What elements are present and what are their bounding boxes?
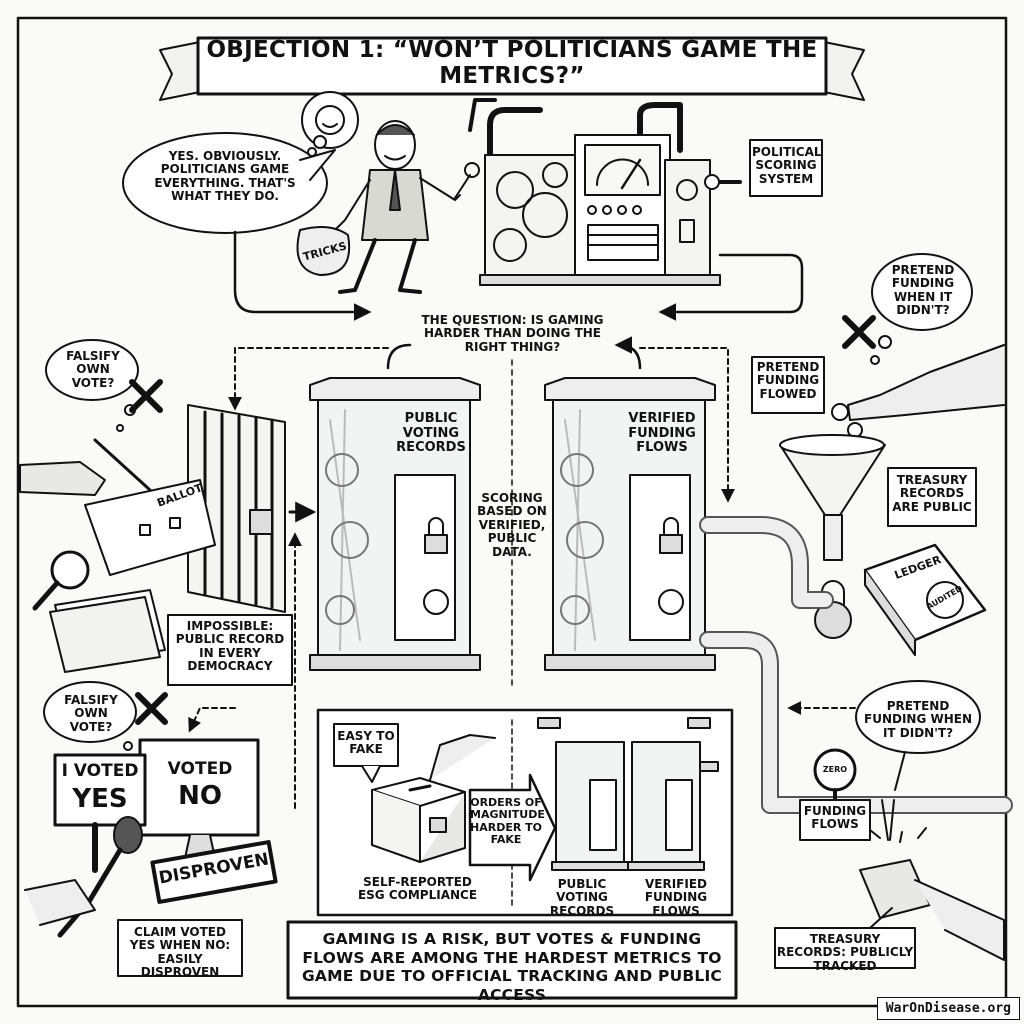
coin-hand [831, 344, 1005, 438]
speech-bubble [122, 132, 336, 234]
pretend-funding-thought-2: PRETEND FUNDING WHEN IT DIDN'T? [864, 699, 972, 740]
question-text: THE QUESTION: IS GAMING HARDER THAN DOIN… [421, 313, 604, 354]
gauge-zero: ZERO [822, 765, 848, 774]
funding-pipe-label [799, 799, 895, 841]
scoring-system-label: POLITICAL SCORING SYSTEM [752, 145, 822, 186]
arrow-speech-to-question [233, 230, 372, 321]
funding-flows-pipe-label: FUNDING FLOWS [803, 804, 867, 832]
treasury-box [887, 467, 977, 527]
magnifier-and-papers [32, 550, 166, 673]
arrow-to-pipe [639, 347, 735, 503]
footer-box [286, 920, 738, 1000]
monitor [138, 738, 260, 859]
easy-to-fake-box [333, 723, 399, 783]
pipe-system [699, 516, 1013, 814]
impossible-box [167, 614, 293, 686]
question-bracket [386, 345, 642, 370]
tracked-box [774, 907, 916, 969]
disproven-stamp [150, 840, 278, 904]
x-mark-left-1 [129, 379, 163, 413]
easy-to-fake-text: EASY TO FAKE [337, 729, 395, 757]
footer-summary: GAMING IS A RISK, BUT VOTES & FUNDING FL… [302, 930, 722, 1004]
harder-to-fake-text: ORDERS OF MAGNITUDE HARDER TO FAKE [470, 796, 545, 846]
vault-voting-records [309, 377, 481, 671]
page-title: OBJECTION 1: “WON’T POLITICIANS GAME THE… [206, 37, 818, 89]
treasury-public-text: TREASURY RECORDS ARE PUBLIC [892, 473, 972, 514]
vault-left-label: PUBLIC VOTING RECORDS [396, 411, 466, 456]
arrow-to-screen [188, 707, 236, 733]
claim-text: CLAIM VOTED YES WHEN NO: EASILY DISPROVE… [129, 925, 231, 980]
politician-figure [296, 91, 480, 294]
screen-no: NO [178, 781, 222, 811]
mini-vault-a [551, 741, 629, 871]
vault-funding-flows [544, 377, 716, 671]
page-frame [16, 16, 1008, 1008]
arrow-machine-to-question [658, 253, 804, 321]
impossible-text: IMPOSSIBLE: PUBLIC RECORD IN EVERY DEMOC… [175, 619, 285, 674]
microphone-hand [24, 816, 143, 938]
x-mark-right [842, 315, 876, 349]
falsify-vote-thought-1: FALSIFY OWN VOTE? [66, 349, 120, 390]
machine-label-box [749, 139, 823, 197]
pretend-funding-thought-1: PRETEND FUNDING WHEN IT DIDN'T? [891, 263, 955, 318]
falsify-vote-thought-2: FALSIFY OWN VOTE? [64, 693, 118, 734]
yes-sign-top: I VOTED [61, 761, 139, 781]
arrow-to-jail [228, 347, 389, 411]
title-banner [159, 36, 865, 101]
watermark: WarOnDisease.org [876, 997, 1020, 1020]
thought-bubble-left-2 [43, 681, 137, 751]
gauge [813, 748, 857, 807]
x-mark-left-2 [135, 692, 168, 725]
scoring-machine [468, 98, 742, 286]
yes-sign-bottom: YES [72, 784, 128, 814]
harder-arrow [468, 773, 557, 882]
yes-sign [53, 753, 147, 873]
thought-bubble-right-2 [855, 680, 981, 791]
mini-vault-a-label: PUBLIC VOTING RECORDS [549, 877, 615, 918]
pretend-flowed-text: PRETEND FUNDING FLOWED [756, 360, 820, 401]
security-cameras [537, 717, 719, 772]
esg-compliance-label: SELF-REPORTED ESG COMPLIANCE [357, 875, 478, 903]
pretend-flowed-box [751, 356, 825, 414]
screen-voted: VOTED [167, 759, 233, 779]
ballot-box [371, 734, 496, 863]
treasury-tracked-text: TREASURY RECORDS: PUBLICLY TRACKED [776, 932, 914, 973]
scoring-basis-text: SCORING BASED ON VERIFIED, PUBLIC DATA. [477, 491, 547, 559]
thought-bubble-right-1 [870, 253, 973, 365]
vault-right-label: VERIFIED FUNDING FLOWS [628, 411, 696, 456]
claim-box [117, 919, 243, 977]
ledger-book [863, 543, 987, 656]
money-hand [859, 827, 1005, 961]
ballot-hand [19, 438, 216, 576]
politician-speech: YES. OBVIOUSLY. POLITICIANS GAME EVERYTH… [154, 149, 296, 204]
mini-vault-b [627, 741, 705, 871]
funnel [779, 434, 886, 639]
mini-vault-b-label: VERIFIED FUNDING FLOWS [644, 877, 708, 918]
